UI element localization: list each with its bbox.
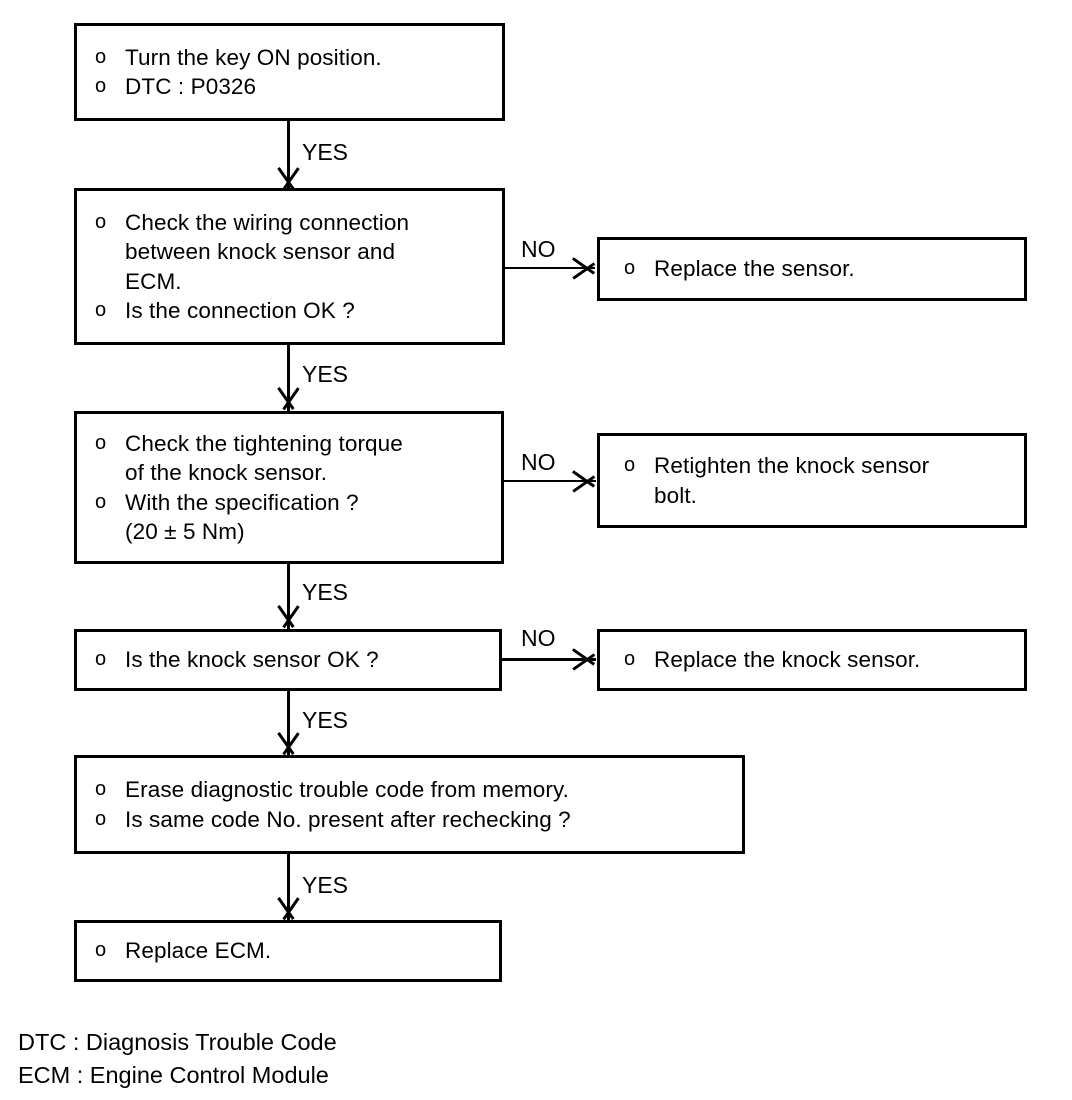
arrowhead-down-icon <box>271 388 305 410</box>
flow-line-text: DTC : P0326 <box>125 74 257 99</box>
bullet-marker: o <box>624 454 636 477</box>
edge-label-yes-3: YES <box>302 579 349 605</box>
flow-line: o Retighten the knock sensor <box>624 451 1016 480</box>
bullet-marker: o <box>95 45 107 68</box>
flow-line-text: between knock sensor and <box>125 239 396 265</box>
arrowhead-down-icon <box>271 168 305 190</box>
flow-line: o Replace ECM. <box>95 936 491 965</box>
flow-line-text: ECM. <box>125 268 182 294</box>
edge-label-yes-4: YES <box>302 707 349 733</box>
edge-label-yes-2: YES <box>302 361 349 387</box>
bullet-marker: o <box>95 648 107 671</box>
edge-label-yes-5: YES <box>302 872 349 898</box>
connector-check-torque-to-retighten-bolt <box>504 480 596 482</box>
flow-line: o Check the tightening torque <box>95 429 493 458</box>
flow-box-check-torque[interactable]: o Check the tightening torque of the kno… <box>74 411 504 564</box>
flow-line-text: Retighten the knock sensor <box>654 453 930 479</box>
flow-line: o Turn the key ON position. <box>95 43 494 72</box>
legend-ecm: ECM : Engine Control Module <box>18 1062 329 1088</box>
connector-check-wiring-to-replace-sensor <box>505 267 595 269</box>
flow-box-erase-code[interactable]: o Erase diagnostic trouble code from mem… <box>74 755 745 854</box>
flow-box-sensor-ok[interactable]: o Is the knock sensor OK ? <box>74 629 502 691</box>
flow-line-text: Check the tightening torque <box>125 431 403 456</box>
flow-line-text: Replace ECM. <box>125 938 272 964</box>
flow-line: o Check the wiring connection <box>95 208 494 237</box>
flow-line-text: Check the wiring connection <box>125 210 410 235</box>
flow-line: (20 ± 5 Nm) <box>95 517 493 546</box>
flow-line-text: Is the knock sensor OK ? <box>125 647 379 673</box>
arrowhead-down-icon <box>271 898 305 920</box>
bullet-marker: o <box>624 257 636 280</box>
flow-line-text: Replace the sensor. <box>654 256 855 282</box>
connector-check-torque-to-sensor-ok <box>287 564 290 629</box>
flow-line: o DTC : P0326 <box>95 72 494 101</box>
flow-line: o Is the connection OK ? <box>95 296 494 325</box>
flow-box-replace-ecm[interactable]: o Replace ECM. <box>74 920 502 982</box>
flow-line: o With the specification ? <box>95 488 493 517</box>
flow-line-text: Is the connection OK ? <box>125 297 355 323</box>
connector-check-wiring-to-check-torque <box>287 345 290 411</box>
edge-label-yes-1: YES <box>302 139 349 165</box>
flow-line-text: Turn the key ON position. <box>125 44 382 70</box>
flow-line: o Replace the knock sensor. <box>624 645 1016 674</box>
flow-line: o Replace the sensor. <box>624 254 1016 283</box>
bullet-marker: o <box>95 490 107 513</box>
edge-label-no-2: NO <box>521 449 556 475</box>
bullet-marker: o <box>95 75 107 97</box>
flow-line: o Erase diagnostic trouble code from mem… <box>95 775 734 804</box>
flow-line-text: Is same code No. present after recheckin… <box>125 806 571 832</box>
flow-line-text: of the knock sensor. <box>125 460 328 486</box>
flow-line: o Is same code No. present after recheck… <box>95 805 734 834</box>
flow-line: ECM. <box>95 267 494 296</box>
edge-label-no-1: NO <box>521 236 556 262</box>
flow-box-check-wiring[interactable]: o Check the wiring connection between kn… <box>74 188 505 345</box>
bullet-marker: o <box>95 298 107 321</box>
arrowhead-right-icon <box>573 251 595 285</box>
bullet-marker: o <box>95 211 107 233</box>
connector-erase-code-to-replace-ecm <box>287 854 290 920</box>
flow-line: o Is the knock sensor OK ? <box>95 645 491 674</box>
flow-line: between knock sensor and <box>95 237 494 266</box>
bullet-marker: o <box>95 432 107 454</box>
flow-line-text: With the specification ? <box>125 489 359 515</box>
arrowhead-down-icon <box>271 606 305 628</box>
connector-start-to-check-wiring <box>287 121 290 189</box>
legend-dtc: DTC : Diagnosis Trouble Code <box>18 1029 337 1055</box>
flow-box-replace-knock-sensor[interactable]: o Replace the knock sensor. <box>597 629 1027 691</box>
flow-line: bolt. <box>624 481 1016 510</box>
bullet-marker: o <box>95 807 107 830</box>
connector-sensor-ok-to-erase-code <box>287 691 290 755</box>
edge-label-no-3: NO <box>521 625 556 651</box>
flow-line: of the knock sensor. <box>95 458 493 487</box>
bullet-marker: o <box>624 648 636 671</box>
arrowhead-down-icon <box>271 733 305 755</box>
flow-box-start[interactable]: o Turn the key ON position. o DTC : P032… <box>74 23 505 121</box>
arrowhead-right-icon <box>573 464 595 498</box>
flow-box-replace-sensor[interactable]: o Replace the sensor. <box>597 237 1027 301</box>
flow-line-text: bolt. <box>654 482 698 508</box>
flow-box-retighten-bolt[interactable]: o Retighten the knock sensor bolt. <box>597 433 1027 528</box>
flow-line-text: Replace the knock sensor. <box>654 647 921 673</box>
flow-line-text: Erase diagnostic trouble code from memor… <box>125 777 569 803</box>
connector-sensor-ok-to-replace-knock-sensor <box>502 658 596 661</box>
bullet-marker: o <box>95 939 107 962</box>
flow-line-text: (20 ± 5 Nm) <box>125 518 245 544</box>
bullet-marker: o <box>95 778 107 801</box>
arrowhead-right-icon <box>573 642 595 676</box>
